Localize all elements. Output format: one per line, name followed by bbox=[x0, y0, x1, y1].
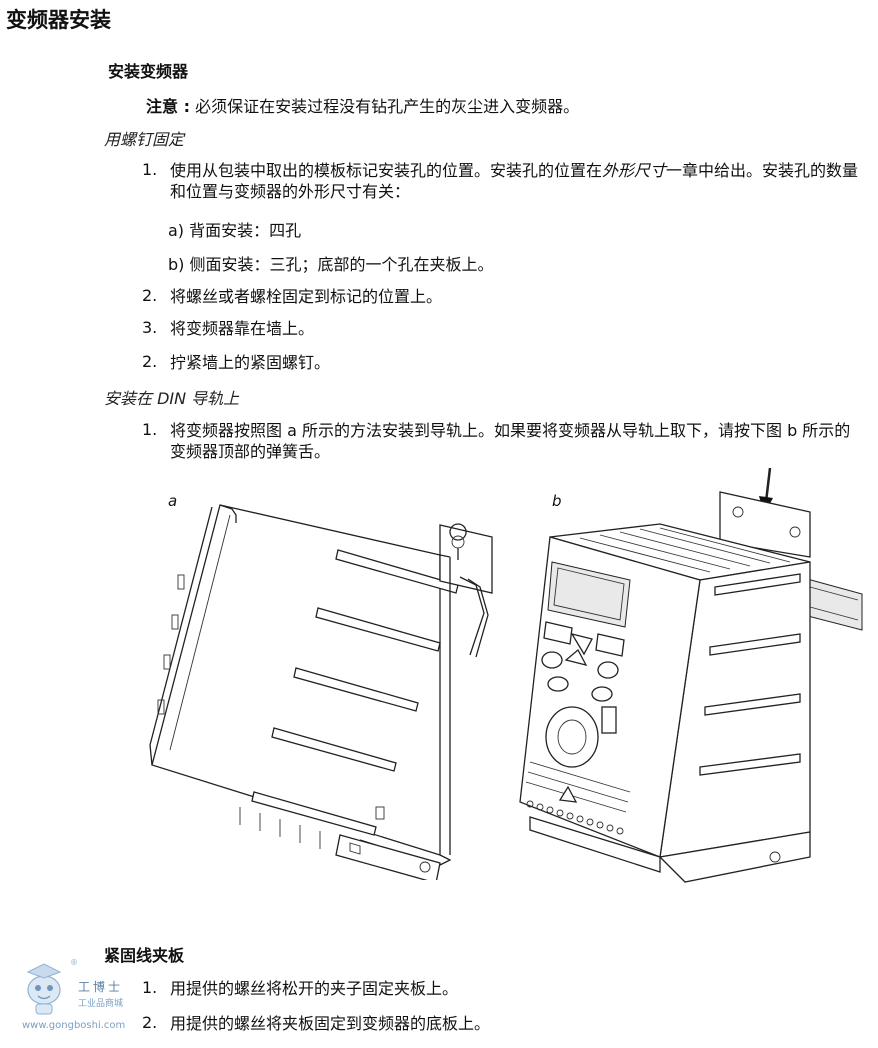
step-text: 将螺丝或者螺栓固定到标记的位置上。 bbox=[170, 287, 443, 306]
substep-text: 侧面安装：三孔；底部的一个孔在夹板上。 bbox=[189, 255, 494, 274]
substep: a) 背面安装：四孔 bbox=[168, 217, 301, 241]
mascot-icon bbox=[26, 963, 62, 1015]
figure-b-drive-removal bbox=[519, 467, 863, 883]
step-number: 2. bbox=[142, 1013, 158, 1032]
subheading-din: 安装在 DIN 导轨上 bbox=[104, 389, 240, 408]
step-text: 使用从包装中取出的模板标记安装孔的位置。安装孔的位置在外形尺寸一章中给出。安装孔… bbox=[170, 160, 860, 202]
watermark-logo: ® 工博士 工业品商城 www.gongboshi.com bbox=[18, 958, 148, 1038]
step-text: 用提供的螺丝将夹板固定到变频器的底板上。 bbox=[170, 1014, 491, 1033]
step-number: 2. bbox=[142, 352, 158, 371]
step-number: 2. bbox=[142, 286, 158, 305]
step-text-part: 一章中给出。安装孔的数量和位置与变频器的外形尺寸有关： bbox=[170, 161, 859, 201]
note-label: 注意 : bbox=[146, 97, 190, 116]
substep-text: 背面安装：四孔 bbox=[189, 221, 302, 240]
watermark-url: www.gongboshi.com bbox=[22, 1020, 126, 1031]
substep-label: b) bbox=[168, 255, 185, 274]
step-text-part: 使用从包装中取出的模板标记安装孔的位置。安装孔的位置在 bbox=[170, 161, 603, 180]
step-number: 3. bbox=[142, 318, 158, 337]
section-heading-clamp: 紧固线夹板 bbox=[104, 946, 185, 965]
step-text: 将变频器靠在墙上。 bbox=[170, 319, 315, 338]
section-heading-install: 安装变频器 bbox=[108, 62, 189, 81]
step-text: 将变频器按照图 a 所示的方法安装到导轨上。如果要将变频器从导轨上取下，请按下图… bbox=[170, 421, 851, 461]
watermark-brand: 工博士 bbox=[78, 980, 124, 994]
note-text: 必须保证在安装过程没有钻孔产生的灰尘进入变频器。 bbox=[189, 97, 580, 116]
watermark-tagline: 工业品商城 bbox=[78, 999, 124, 1009]
figure-label-a: a bbox=[168, 492, 178, 510]
substep-label: a) bbox=[168, 221, 185, 240]
step-text: 拧紧墙上的紧固螺钉。 bbox=[170, 353, 331, 372]
figure-label-b: b bbox=[552, 492, 562, 510]
figure-a-drive-mounting bbox=[149, 504, 493, 880]
substep: b) 侧面安装：三孔；底部的一个孔在夹板上。 bbox=[168, 251, 494, 275]
step-number: 1. bbox=[142, 160, 158, 179]
note: 注意 : 必须保证在安装过程没有钻孔产生的灰尘进入变频器。 bbox=[146, 93, 579, 117]
step-number: 1. bbox=[142, 420, 158, 439]
step-text: 用提供的螺丝将松开的夹子固定夹板上。 bbox=[170, 979, 459, 998]
page-title: 变频器安装 bbox=[6, 8, 111, 32]
registered-mark: ® bbox=[70, 958, 78, 967]
step-text-italic: 外形尺寸 bbox=[602, 161, 667, 180]
step-number: 1. bbox=[142, 978, 158, 997]
subheading-screw: 用螺钉固定 bbox=[104, 130, 185, 149]
